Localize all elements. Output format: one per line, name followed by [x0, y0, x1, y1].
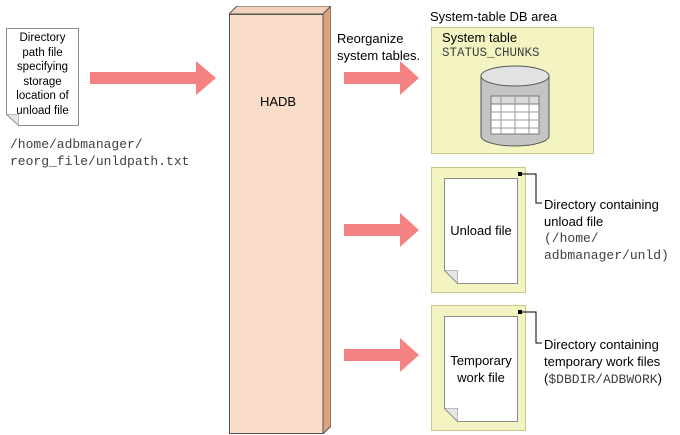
- callout-line: Directory containing: [544, 337, 659, 352]
- db-area-title: System-table DB area: [430, 9, 558, 24]
- path-line: reorg_file/unldpath.txt: [10, 154, 190, 169]
- callout-line: Directory containing: [544, 197, 659, 212]
- arrow-right-icon: [344, 61, 419, 95]
- note-line: unload file: [16, 104, 69, 117]
- arrow-right-icon: [344, 213, 419, 247]
- reorganize-label: Reorganize system tables.: [337, 30, 420, 64]
- hadb-label: HADB: [259, 94, 297, 109]
- directory-path-file-note: [6, 28, 79, 126]
- system-table-label: System table: [442, 30, 518, 45]
- path-line: /home/adbmanager/: [10, 137, 143, 152]
- page-fold-icon: [444, 270, 458, 284]
- note-line: storage: [23, 75, 62, 88]
- work-file-label: Temporary work file: [444, 352, 518, 386]
- note-line: Directory: [19, 32, 66, 44]
- database-cylinder-icon: [480, 65, 550, 147]
- callout-path-line: adbmanager/unld): [544, 248, 669, 263]
- unload-directory-callout: Directory containing unload file (/home/…: [544, 196, 669, 264]
- work-directory-callout: Directory containing temporary work file…: [544, 336, 662, 388]
- unload-document-icon: [444, 178, 518, 284]
- work-document-icon: [444, 316, 518, 422]
- unload-file-label: Unload file: [450, 223, 512, 238]
- page-fold-icon: [444, 408, 458, 422]
- note-fold-icon: [6, 114, 19, 126]
- callout-path-line: (/home/: [544, 231, 599, 246]
- note-line: location of: [16, 90, 69, 102]
- path-file-location: /home/adbmanager/ reorg_file/unldpath.tx…: [10, 136, 189, 170]
- work-directory-path: $DBDIR/ADBWORK: [548, 372, 658, 387]
- work-file-line: Temporary: [450, 353, 512, 368]
- reorganize-line: Reorganize: [337, 31, 404, 46]
- callout-path-line: ($DBDIR/ADBWORK): [544, 371, 662, 387]
- arrow-right-icon: [90, 61, 216, 95]
- note-line: specifying: [16, 61, 69, 73]
- note-line: path file: [22, 46, 63, 59]
- system-table-name: STATUS_CHUNKS: [442, 46, 540, 60]
- callout-line: temporary work files: [544, 354, 661, 369]
- work-file-line: work file: [457, 370, 505, 385]
- arrow-right-icon: [344, 338, 419, 372]
- hadb-block: [229, 6, 331, 434]
- callout-line: unload file: [544, 214, 604, 229]
- reorganize-line: system tables.: [337, 48, 421, 63]
- note-text: Directory path file specifying storage l…: [8, 31, 77, 118]
